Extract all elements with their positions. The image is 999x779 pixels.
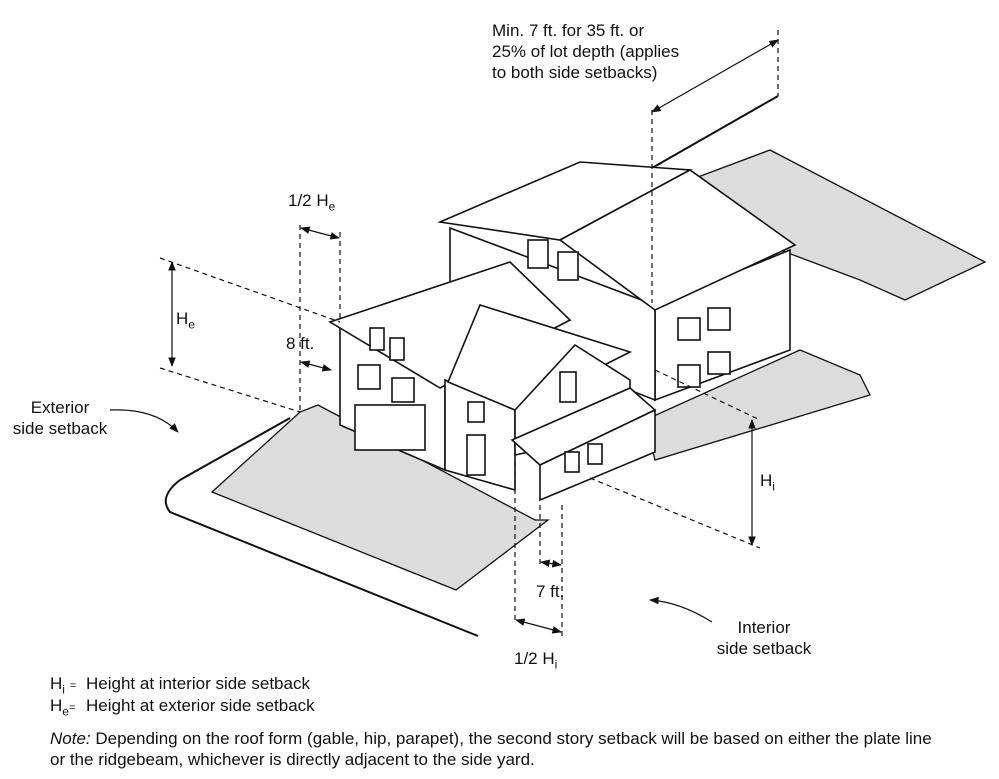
- legend-hi: Hi =Height at interior side setback: [50, 674, 310, 697]
- gable-window: [559, 371, 577, 403]
- legend-he: He=Height at exterior side setback: [50, 696, 315, 719]
- upper-window: [527, 239, 549, 269]
- dimension-lines: [109, 30, 779, 638]
- eight-ft-arrow: [300, 360, 332, 372]
- he-bottom-guide: [159, 367, 301, 413]
- min-setback-label: Min. 7 ft. for 35 ft. or 25% of lot dept…: [492, 21, 680, 82]
- interior-pointer-arrow: [649, 596, 713, 623]
- hi-top-guide: [654, 369, 761, 421]
- porch-window: [587, 443, 603, 465]
- note-text: Note: Depending on the roof form (gable,…: [50, 729, 932, 769]
- side-window: [707, 307, 731, 331]
- hi-label: Hi: [760, 471, 775, 494]
- exterior-setback-label: Exterior side setback: [12, 398, 108, 438]
- seven-ft-label: 7 ft.: [536, 582, 565, 601]
- exterior-pointer-arrow: [109, 409, 179, 433]
- side-window: [677, 317, 701, 341]
- setback-yards: [210, 149, 987, 591]
- garage-door: [354, 404, 426, 451]
- street-curb-line: [164, 417, 479, 637]
- interior-setback-label: Interior side setback: [716, 618, 812, 658]
- upper-window: [557, 251, 579, 281]
- min-setback-arrow: [651, 39, 779, 113]
- eight-ft-label: 8 ft.: [286, 334, 315, 353]
- entry-window: [467, 401, 485, 423]
- garage-window: [389, 337, 405, 361]
- garage-window: [391, 377, 415, 403]
- setback-diagram: [109, 30, 987, 638]
- half-hi-arrow: [515, 618, 562, 634]
- seven-ft-arrow: [540, 559, 562, 568]
- side-window: [677, 364, 701, 388]
- main-house: [328, 261, 657, 502]
- half-hi-label: 1/2 Hi: [514, 649, 558, 672]
- half-he-arrow: [300, 226, 340, 240]
- garage-window: [357, 364, 381, 390]
- entry-door: [466, 434, 486, 476]
- he-label: He: [176, 309, 195, 332]
- half-he-label: 1/2 He: [288, 191, 336, 214]
- porch-window: [564, 451, 580, 473]
- hi-bottom-guide: [589, 477, 761, 549]
- he-top-guide: [159, 257, 341, 323]
- entry-roof: [446, 304, 633, 411]
- side-window: [707, 351, 731, 375]
- garage-window: [369, 327, 385, 351]
- upper-roof-right: [558, 169, 797, 311]
